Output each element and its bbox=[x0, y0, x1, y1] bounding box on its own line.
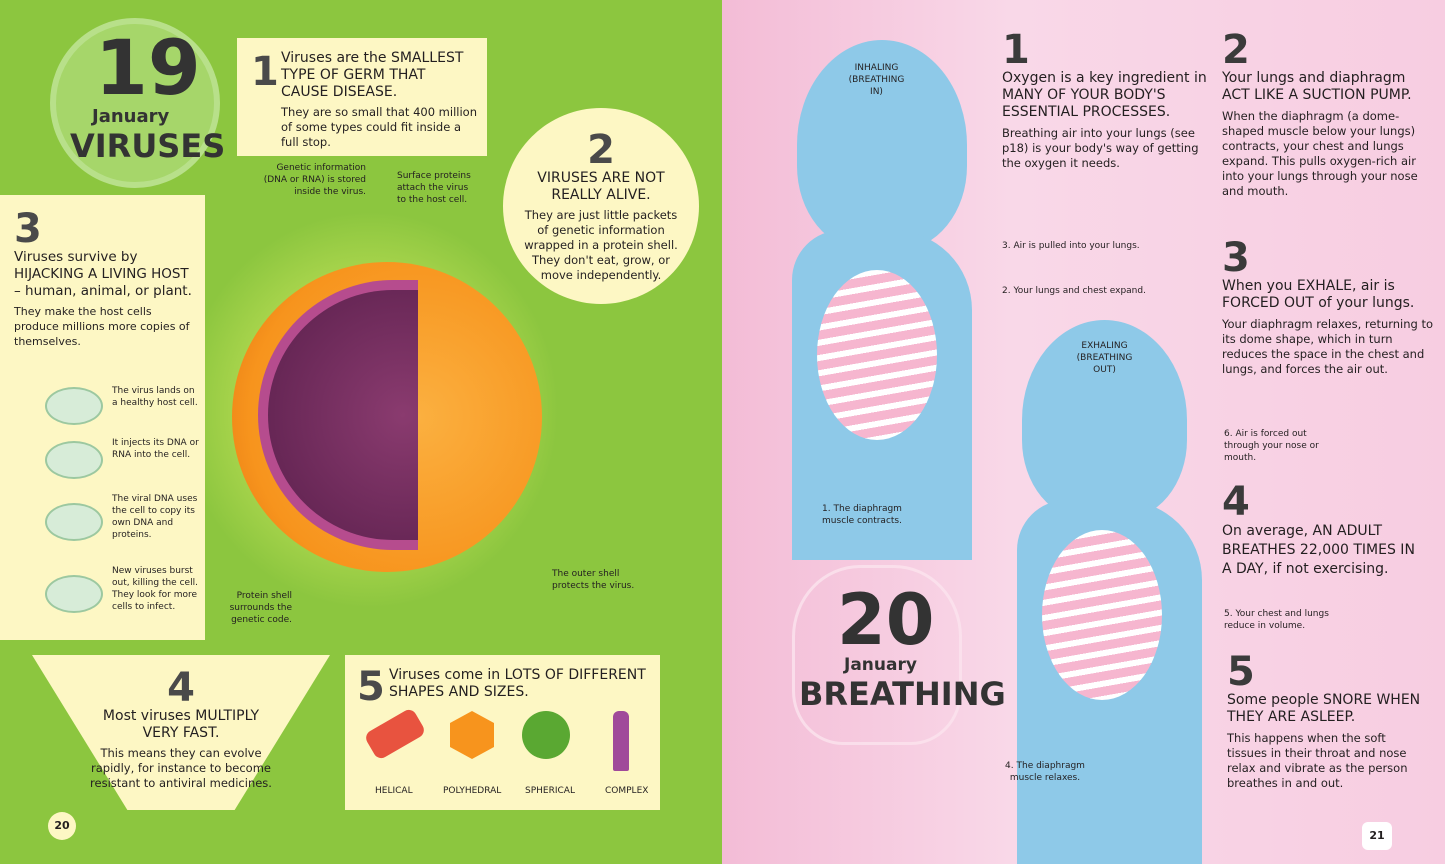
inhaling-head bbox=[797, 40, 967, 250]
shape-label: SPHERICAL bbox=[525, 786, 575, 796]
inhaling-label: INHALING (BREATHING IN) bbox=[848, 63, 905, 97]
fact-3: 3 When you EXHALE, air is FORCED OUT of … bbox=[1222, 238, 1437, 377]
right-page: INHALING (BREATHING IN) 1. The diaphragm… bbox=[722, 0, 1445, 864]
fact-body: They are so small that 400 million of so… bbox=[281, 105, 477, 149]
fact-heading: Viruses come in LOTS OF DIFFERENT SHAPES… bbox=[389, 667, 646, 700]
diagram-label: 5. Your chest and lungs reduce in volume… bbox=[1224, 609, 1329, 631]
page-number: 21 bbox=[1362, 822, 1392, 850]
diagram-label: 4. The diaphragm muscle relaxes. bbox=[1005, 761, 1085, 783]
month-label: January bbox=[92, 106, 170, 127]
outer-shell-label: The outer shell protects the virus. bbox=[552, 569, 635, 591]
cell-step bbox=[45, 503, 103, 541]
polyhedral-virus-icon bbox=[450, 711, 494, 759]
day-number: 20 bbox=[837, 579, 935, 661]
fact-number: 2 bbox=[1222, 27, 1250, 73]
fact-2-box: 2 VIRUSES ARE NOT REALLY ALIVE. They are… bbox=[503, 108, 699, 304]
fact-number: 2 bbox=[587, 127, 615, 173]
fact-number: 5 bbox=[357, 664, 385, 710]
step-label: New viruses burst out, killing the cell.… bbox=[112, 566, 198, 612]
cell-step bbox=[45, 575, 103, 613]
spherical-virus-icon bbox=[522, 711, 570, 759]
page-number: 20 bbox=[48, 812, 76, 840]
fact-heading: Your lungs and diaphragm ACT LIKE A SUCT… bbox=[1222, 70, 1412, 103]
fact-number: 4 bbox=[167, 665, 195, 711]
fact-body: Your diaphragm relaxes, returning to its… bbox=[1222, 317, 1434, 376]
genetic-info-label: Genetic information (DNA or RNA) is stor… bbox=[263, 163, 366, 197]
shape-label: HELICAL bbox=[375, 786, 413, 796]
shape-label: POLYHEDRAL bbox=[443, 786, 502, 796]
fact-heading: When you EXHALE, air is FORCED OUT of yo… bbox=[1222, 278, 1415, 311]
fact-heading: Some people SNORE WHEN THEY ARE ASLEEP. bbox=[1227, 692, 1421, 725]
exhaling-ribcage bbox=[1042, 530, 1162, 700]
cell-step bbox=[45, 387, 103, 425]
fact-heading: VIRUSES ARE NOT REALLY ALIVE. bbox=[537, 170, 665, 203]
diagram-label: 6. Air is forced out through your nose o… bbox=[1224, 429, 1319, 463]
fact-heading: Viruses are the SMALLEST TYPE OF GERM TH… bbox=[281, 50, 464, 100]
exhaling-label: EXHALING (BREATHING OUT) bbox=[1076, 341, 1133, 375]
fact-5: 5 Some people SNORE WHEN THEY ARE ASLEEP… bbox=[1227, 652, 1427, 791]
fact-heading: On average, AN ADULT BREATHES 22,000 TIM… bbox=[1222, 523, 1415, 577]
left-page: 19 January VIRUSES 1 Viruses are the SMA… bbox=[0, 0, 722, 864]
fact-number: 1 bbox=[251, 49, 279, 95]
step-label: The virus lands on a healthy host cell. bbox=[112, 386, 198, 408]
day-number: 19 bbox=[95, 23, 201, 112]
fact-number: 5 bbox=[1227, 649, 1255, 695]
diagram-label: 2. Your lungs and chest expand. bbox=[1002, 286, 1146, 296]
complex-virus-icon bbox=[613, 711, 629, 771]
diagram-label: 1. The diaphragm muscle contracts. bbox=[822, 504, 902, 526]
step-label: The viral DNA uses the cell to copy its … bbox=[112, 494, 198, 540]
fact-body: They are just little packets of genetic … bbox=[524, 208, 678, 282]
fact-heading: Oxygen is a key ingredient in MANY OF YO… bbox=[1002, 70, 1207, 120]
fact-4-content: 4 Most viruses MULTIPLY VERY FAST. This … bbox=[80, 668, 282, 791]
surface-proteins-label: Surface proteins attach the virus to the… bbox=[397, 171, 471, 205]
inhaling-ribcage bbox=[817, 270, 937, 440]
topic-title: VIRUSES bbox=[70, 127, 226, 165]
shape-label: COMPLEX bbox=[605, 786, 649, 796]
fact-body: This happens when the soft tissues in th… bbox=[1227, 731, 1408, 790]
month-label: January bbox=[844, 655, 917, 675]
diagram-label: 3. Air is pulled into your lungs. bbox=[1002, 241, 1140, 251]
fact-number: 4 bbox=[1222, 479, 1250, 525]
fact-2: 2 Your lungs and diaphragm ACT LIKE A SU… bbox=[1222, 30, 1437, 199]
lungs-icon bbox=[792, 565, 962, 745]
fact-body: Breathing air into your lungs (see p18) … bbox=[1002, 126, 1199, 170]
fact-1-box: 1 Viruses are the SMALLEST TYPE OF GERM … bbox=[237, 38, 487, 156]
protein-shell-label: Protein shell surrounds the genetic code… bbox=[229, 591, 292, 625]
fact-body: They make the host cells produce million… bbox=[14, 305, 190, 348]
fact-heading: Viruses survive by HIJACKING A LIVING HO… bbox=[14, 249, 192, 299]
exhaling-head bbox=[1022, 320, 1187, 520]
fact-4: 4 On average, AN ADULT BREATHES 22,000 T… bbox=[1222, 482, 1422, 579]
step-label: It injects its DNA or RNA into the cell. bbox=[112, 438, 199, 460]
fact-heading: Most viruses MULTIPLY VERY FAST. bbox=[102, 708, 260, 741]
fact-1: 1 Oxygen is a key ingredient in MANY OF … bbox=[1002, 30, 1207, 171]
fact-number: 1 bbox=[1002, 27, 1030, 73]
fact-number: 3 bbox=[1222, 235, 1250, 281]
fact-3-box: 3 Viruses survive by HIJACKING A LIVING … bbox=[0, 195, 205, 640]
helical-virus-icon bbox=[363, 707, 427, 761]
topic-title: BREATHING bbox=[799, 675, 1006, 713]
fact-number: 3 bbox=[14, 206, 42, 252]
fact-body: This means they can evolve rapidly, for … bbox=[90, 746, 272, 790]
cell-step bbox=[45, 441, 103, 479]
fact-5-box: 5 Viruses come in LOTS OF DIFFERENT SHAP… bbox=[345, 655, 660, 810]
fact-body: When the diaphragm (a dome-shaped muscle… bbox=[1222, 109, 1418, 198]
virus-badge-icon bbox=[50, 18, 220, 188]
